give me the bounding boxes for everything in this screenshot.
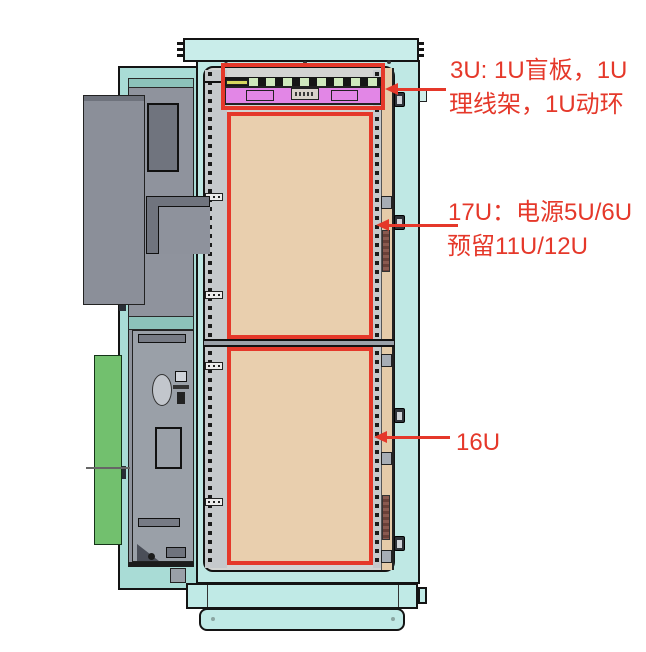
wedge-bolt	[148, 553, 155, 560]
top-screw	[387, 60, 391, 64]
annotation-3u-line1: 3U: 1U盲板，1U	[450, 57, 628, 84]
door-panel-gray	[83, 95, 145, 305]
leader-line-17u	[387, 224, 458, 227]
base-bolt	[211, 617, 215, 621]
hinge-strap	[382, 230, 390, 272]
door-mid-band	[128, 316, 194, 330]
base-seam	[398, 585, 399, 607]
door-swing-line	[86, 467, 130, 469]
terminal-connectors	[249, 78, 379, 86]
cable-line	[205, 81, 223, 83]
arrow-left-icon	[374, 431, 387, 443]
base-tier-2	[199, 608, 405, 631]
base-tab-right	[418, 587, 427, 604]
cap-tick	[177, 42, 183, 45]
door-vent-window	[147, 103, 179, 172]
rail-holes	[375, 72, 379, 566]
lock-handle-oval	[152, 374, 172, 406]
rail-dots	[205, 498, 223, 506]
floor-bracket	[166, 547, 186, 558]
hinge-icon	[394, 536, 405, 551]
base-bolt	[391, 617, 395, 621]
annotation-16u: 16U	[456, 429, 501, 456]
base-tier-1	[186, 583, 418, 609]
door-green-panel	[94, 355, 122, 545]
shelf-divider	[204, 339, 394, 347]
mount-block	[381, 550, 392, 563]
right-rack-rail	[373, 70, 381, 568]
key-slot	[177, 392, 185, 404]
door-top-band	[128, 78, 194, 88]
annotation-17u-line2: 预留11U/12U	[447, 233, 588, 260]
arrow-left-icon	[385, 83, 398, 95]
door-edge	[84, 96, 144, 101]
red-highlight-3u	[221, 63, 385, 110]
arrow-left-icon	[376, 219, 389, 231]
base-seam	[207, 585, 208, 607]
mounted-component-face	[158, 206, 210, 254]
panel-17u	[227, 112, 373, 339]
cap-tick	[177, 54, 183, 57]
cap-tick	[418, 54, 424, 57]
door-inspection-window	[155, 427, 182, 469]
annotation-17u-line1: 17U：电源5U/6U	[448, 199, 633, 226]
keypad-bar	[173, 385, 189, 389]
rail-dots	[205, 291, 223, 299]
mount-block	[381, 196, 392, 209]
hinge-icon	[394, 215, 405, 230]
unit-bottom-bar	[138, 518, 180, 527]
rail-dots	[205, 362, 223, 370]
left-rack-rail	[205, 70, 227, 568]
panel-cutout	[331, 90, 358, 101]
cap-tick	[418, 42, 424, 45]
base-foot-left	[170, 568, 186, 583]
cap-tick	[418, 48, 424, 51]
panel-16u	[227, 347, 373, 565]
hinge-icon	[394, 408, 405, 423]
keypad-block	[175, 371, 187, 382]
cap-tick	[177, 48, 183, 51]
unit-nameplate	[291, 88, 319, 100]
mount-block	[381, 354, 392, 367]
door-bottom-edge	[128, 562, 194, 567]
right-mount-strip	[381, 68, 394, 570]
annotation-3u-line2: 理线架，1U动环	[449, 91, 624, 118]
rail-holes	[208, 72, 212, 566]
terminal-strip	[223, 77, 381, 87]
mount-block	[381, 452, 392, 465]
yellow-terminal	[226, 80, 248, 85]
cabinet-top-cap	[183, 38, 419, 62]
leader-line-16u	[385, 436, 450, 439]
hinge-strap	[382, 495, 390, 540]
panel-cutout	[246, 90, 274, 101]
frame-latch	[119, 466, 126, 479]
hinge-icon	[394, 92, 405, 107]
unit-top-bar	[138, 334, 186, 343]
leader-line-3u	[396, 88, 446, 91]
